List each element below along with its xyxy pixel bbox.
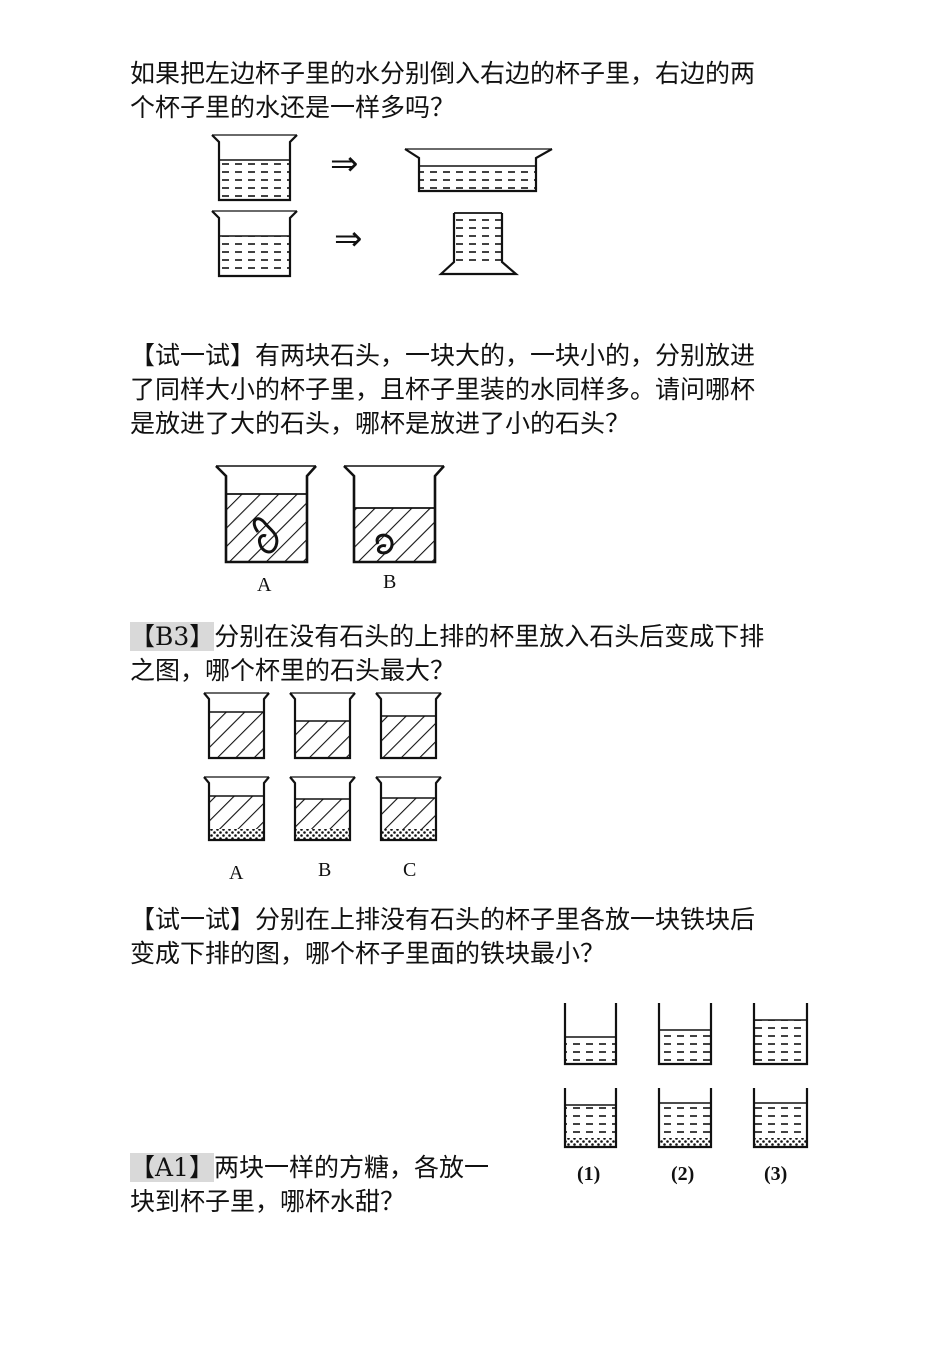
arrow-2: ⇒ <box>334 219 363 259</box>
figure-iron-blocks: (1) (2) (3) <box>563 1003 809 1185</box>
question-4-line-1: 【试一试】分别在上排没有石头的杯子里各放一块铁块后 <box>130 905 756 934</box>
label-a: A <box>257 574 272 596</box>
question-2: 【试一试】有两块石头，一块大的，一块小的，分别放进 了同样大小的杯子里，且杯子里… <box>130 339 755 441</box>
b3-top-cup-3 <box>375 692 442 760</box>
question-1-line-2: 个杯子里的水还是一样多吗？ <box>130 93 456 122</box>
big-stone-icon <box>252 517 279 554</box>
iron-label-2: (2) <box>671 1163 694 1185</box>
b3-label-a: A <box>229 862 244 884</box>
cup-b <box>343 465 445 564</box>
question-5-line-1-text: 两块一样的方糖，各放一 <box>213 1153 489 1182</box>
question-2-line-1: 【试一试】有两块石头，一块大的，一块小的，分别放进 <box>130 341 756 370</box>
b3-bottom-cup-b <box>289 776 356 842</box>
iron-top-cup-3 <box>752 1003 809 1066</box>
iron-top-cup-1 <box>563 1003 618 1066</box>
question-3-line-1: 【B3】分别在没有石头的上排的杯里放入石头后变成下排 <box>130 620 764 654</box>
question-2-line-2: 了同样大小的杯子里，且杯子里装的水同样多。请问哪杯 <box>130 375 756 404</box>
label-b: B <box>383 571 396 593</box>
question-5-line-2: 块到杯子里，哪杯水甜？ <box>130 1187 406 1216</box>
b3-bottom-cup-c <box>375 776 442 842</box>
cup-a <box>215 465 317 564</box>
beaker-left-bottom <box>211 210 298 278</box>
b3-top-cup-1 <box>203 692 270 760</box>
question-3-line-1-text: 分别在没有石头的上排的杯里放入石头后变成下排 <box>214 622 765 651</box>
question-5-tag: 【A1】 <box>130 1153 214 1182</box>
beaker-left-top <box>211 134 298 202</box>
question-4-line-2: 变成下排的图，哪个杯子里面的铁块最小？ <box>130 939 606 968</box>
question-3-line-2: 之图，哪个杯里的石头最大？ <box>130 656 456 685</box>
iron-label-3: (3) <box>764 1163 787 1185</box>
question-3: 【B3】分别在没有石头的上排的杯里放入石头后变成下排 之图，哪个杯里的石头最大？ <box>130 620 764 688</box>
iron-bottom-cup-3 <box>752 1088 809 1149</box>
question-1-line-1: 如果把左边杯子里的水分别倒入右边的杯子里，右边的两 <box>130 59 756 88</box>
narrow-container <box>438 212 519 276</box>
question-5-line-1: 【A1】两块一样的方糖，各放一 <box>130 1151 489 1185</box>
figure-stones: A B <box>215 465 445 596</box>
figure-pouring-water: ⇒ ⇒ <box>211 134 553 278</box>
iron-bottom-cup-1 <box>563 1088 618 1149</box>
figure-b3: A B C <box>203 692 442 884</box>
wide-dish <box>404 148 553 193</box>
question-4: 【试一试】分别在上排没有石头的杯子里各放一块铁块后 变成下排的图，哪个杯子里面的… <box>130 903 755 971</box>
question-2-line-3: 是放进了大的石头，哪杯是放进了小的石头？ <box>130 409 631 438</box>
small-stone-icon <box>375 533 394 555</box>
iron-bottom-cup-2 <box>657 1088 713 1149</box>
iron-label-1: (1) <box>577 1163 600 1185</box>
b3-label-b: B <box>318 859 331 881</box>
arrow-1: ⇒ <box>330 144 359 184</box>
question-5: 【A1】两块一样的方糖，各放一 块到杯子里，哪杯水甜？ <box>130 1151 489 1219</box>
question-1: 如果把左边杯子里的水分别倒入右边的杯子里，右边的两 个杯子里的水还是一样多吗？ <box>130 57 755 125</box>
b3-bottom-cup-a <box>203 776 270 842</box>
iron-top-cup-2 <box>657 1003 713 1066</box>
b3-top-cup-2 <box>289 692 356 760</box>
b3-label-c: C <box>403 859 416 881</box>
question-3-tag: 【B3】 <box>130 622 215 651</box>
